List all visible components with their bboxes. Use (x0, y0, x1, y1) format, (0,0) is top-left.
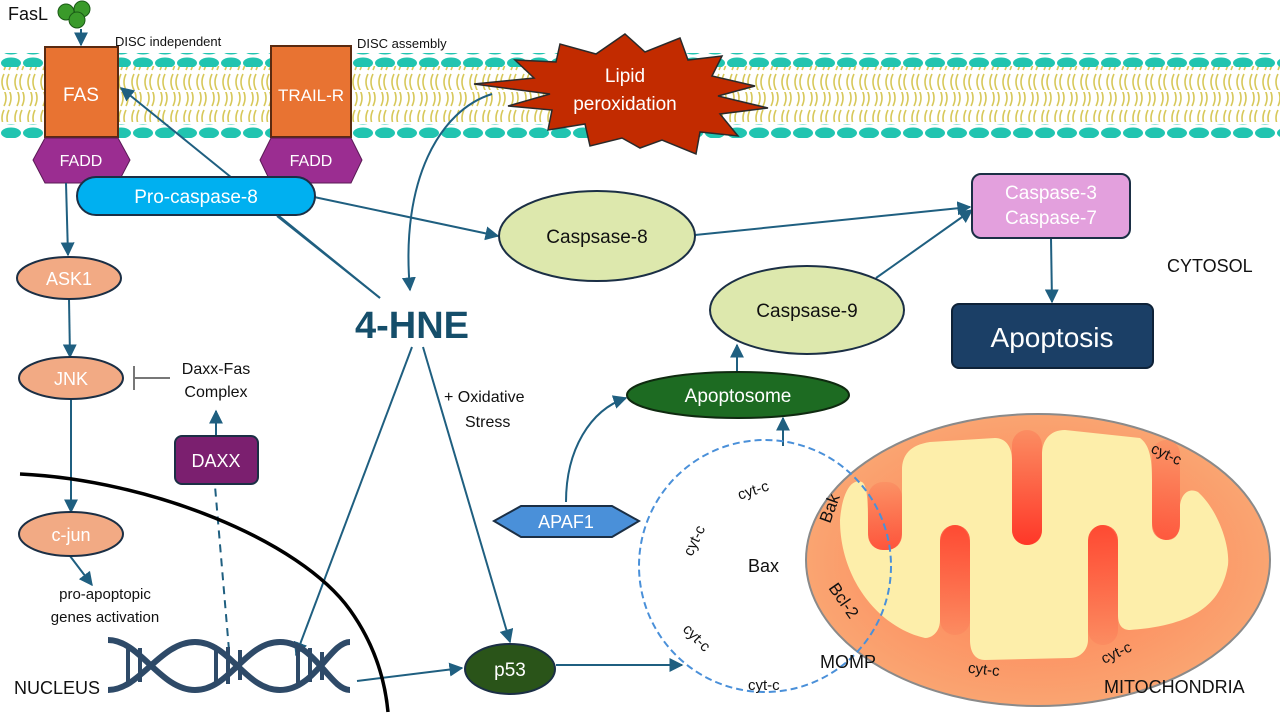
arrow-casp8-to-casp37 (694, 201, 972, 236)
apoptosis-label: Apoptosis (991, 322, 1114, 353)
lipid-label-line1: Lipid (605, 66, 645, 87)
arrow-lipid-to-hne (401, 93, 493, 292)
arrow-casp37-to-apoptosis (1044, 237, 1059, 304)
line-procasp8-hne (276, 215, 381, 299)
hne-label[interactable]: 4-HNE (355, 305, 469, 347)
daxx-fas-line2: Complex (184, 384, 247, 401)
node-daxx[interactable]: DAXX (174, 435, 259, 485)
caspase-7-label: Caspase-7 (1005, 208, 1097, 229)
node-pro-caspase-8[interactable]: Pro-caspase-8 (76, 176, 316, 216)
apaf1-label: APAF1 (538, 512, 594, 532)
nucleus-label: NUCLEUS (14, 678, 100, 698)
node-caspase-8[interactable]: Caspsase-8 (498, 190, 696, 282)
node-caspase-3-7[interactable]: Caspase-3 Caspase-7 (971, 173, 1131, 239)
crista-bottom-left (940, 525, 970, 635)
caspase-9-label: Caspsase-9 (756, 301, 857, 322)
arrow-dna-to-p53 (356, 662, 464, 682)
crista-bottom-right (1088, 525, 1118, 645)
momp-cytc-1: cyt-c (736, 478, 772, 504)
apoptosome-label: Apoptosome (685, 386, 792, 407)
momp-pore-region (638, 439, 892, 693)
node-apoptosis[interactable]: Apoptosis (951, 303, 1154, 369)
arrow-procasp8-to-casp8 (313, 196, 500, 241)
arrow-fadd-to-ask1 (60, 182, 75, 257)
jnk-label: JNK (54, 369, 88, 389)
node-apoptosome[interactable]: Apoptosome (626, 371, 850, 419)
dashed-dna-to-daxx (214, 485, 230, 651)
momp-cytc-2: cyt-c (680, 522, 709, 558)
fasl-trimer-icon (57, 0, 91, 29)
p53-label: p53 (494, 660, 526, 681)
lipid-peroxidation-burst: Lipid peroxidation (473, 33, 769, 156)
c-jun-label: c-jun (51, 525, 90, 545)
arrow-cjun-to-genes (69, 555, 93, 587)
nuclear-envelope (19, 472, 390, 713)
disc-independent-label: DISC independent (115, 34, 222, 49)
node-ask1[interactable]: ASK1 (16, 256, 122, 300)
crista-top-center (1012, 430, 1042, 545)
momp-cytc-3: cyt-c (679, 621, 714, 656)
mito-cytc-2: cyt-c (967, 660, 1001, 680)
trail-r-receptor: TRAIL-R FADD (259, 45, 363, 184)
node-c-jun[interactable]: c-jun (18, 511, 124, 557)
mito-inner-matrix (840, 430, 1229, 660)
fas-label: FAS (63, 85, 99, 106)
oxidative-stress-line2: Stress (465, 414, 510, 431)
fasl-label: FasL (8, 4, 48, 24)
daxx-fas-line1: Daxx-Fas (182, 361, 250, 378)
caspase-8-label: Caspsase-8 (546, 227, 647, 248)
arrow-hne-to-p53 (422, 346, 514, 644)
crista-right (1152, 440, 1180, 540)
mitochondrion (805, 413, 1271, 707)
pro-caspase-8-label: Pro-caspase-8 (134, 187, 258, 208)
arrow-apaf1-to-apoptosome (565, 395, 628, 503)
momp-label: MOMP (820, 652, 876, 672)
ask1-label: ASK1 (46, 269, 92, 289)
cytosol-label: CYTOSOL (1167, 256, 1253, 276)
node-caspase-9[interactable]: Caspsase-9 (709, 265, 905, 355)
oxidative-stress-line1: + Oxidative (444, 389, 525, 406)
pro-apoptotic-line2: genes activation (51, 609, 159, 626)
arrow-casp9-to-casp37 (875, 209, 974, 279)
daxx-label: DAXX (191, 451, 240, 471)
trail-r-label: TRAIL-R (278, 86, 344, 105)
lipid-label-line2: peroxidation (573, 94, 677, 115)
bax-label: Bax (748, 556, 779, 576)
arrow-ask1-to-jnk (62, 298, 77, 359)
crista-left (868, 482, 902, 550)
node-p53[interactable]: p53 (464, 643, 556, 695)
burst-shape (473, 33, 769, 156)
fadd-fas-label: FADD (60, 153, 103, 170)
fadd-trail-label: FADD (290, 153, 333, 170)
node-jnk[interactable]: JNK (18, 356, 124, 400)
arrow-hne-to-dna (293, 346, 413, 657)
node-apaf1[interactable]: APAF1 (491, 505, 642, 538)
inhibition-daxxfas-jnk (133, 366, 170, 390)
pro-apoptotic-line1: pro-apoptopic (59, 586, 151, 603)
mitochondria-label: MITOCHONDRIA (1104, 677, 1245, 697)
fas-receptor: FAS FADD (32, 46, 131, 184)
fadd-trail-hexagon (259, 137, 363, 184)
fasl-ligand: FasL (8, 0, 91, 47)
caspase-3-label: Caspase-3 (1005, 183, 1097, 204)
disc-assembly-label: DISC assembly (357, 36, 447, 51)
momp-cytc-4: cyt-c (748, 677, 780, 694)
dna-helix-icon (107, 637, 351, 694)
